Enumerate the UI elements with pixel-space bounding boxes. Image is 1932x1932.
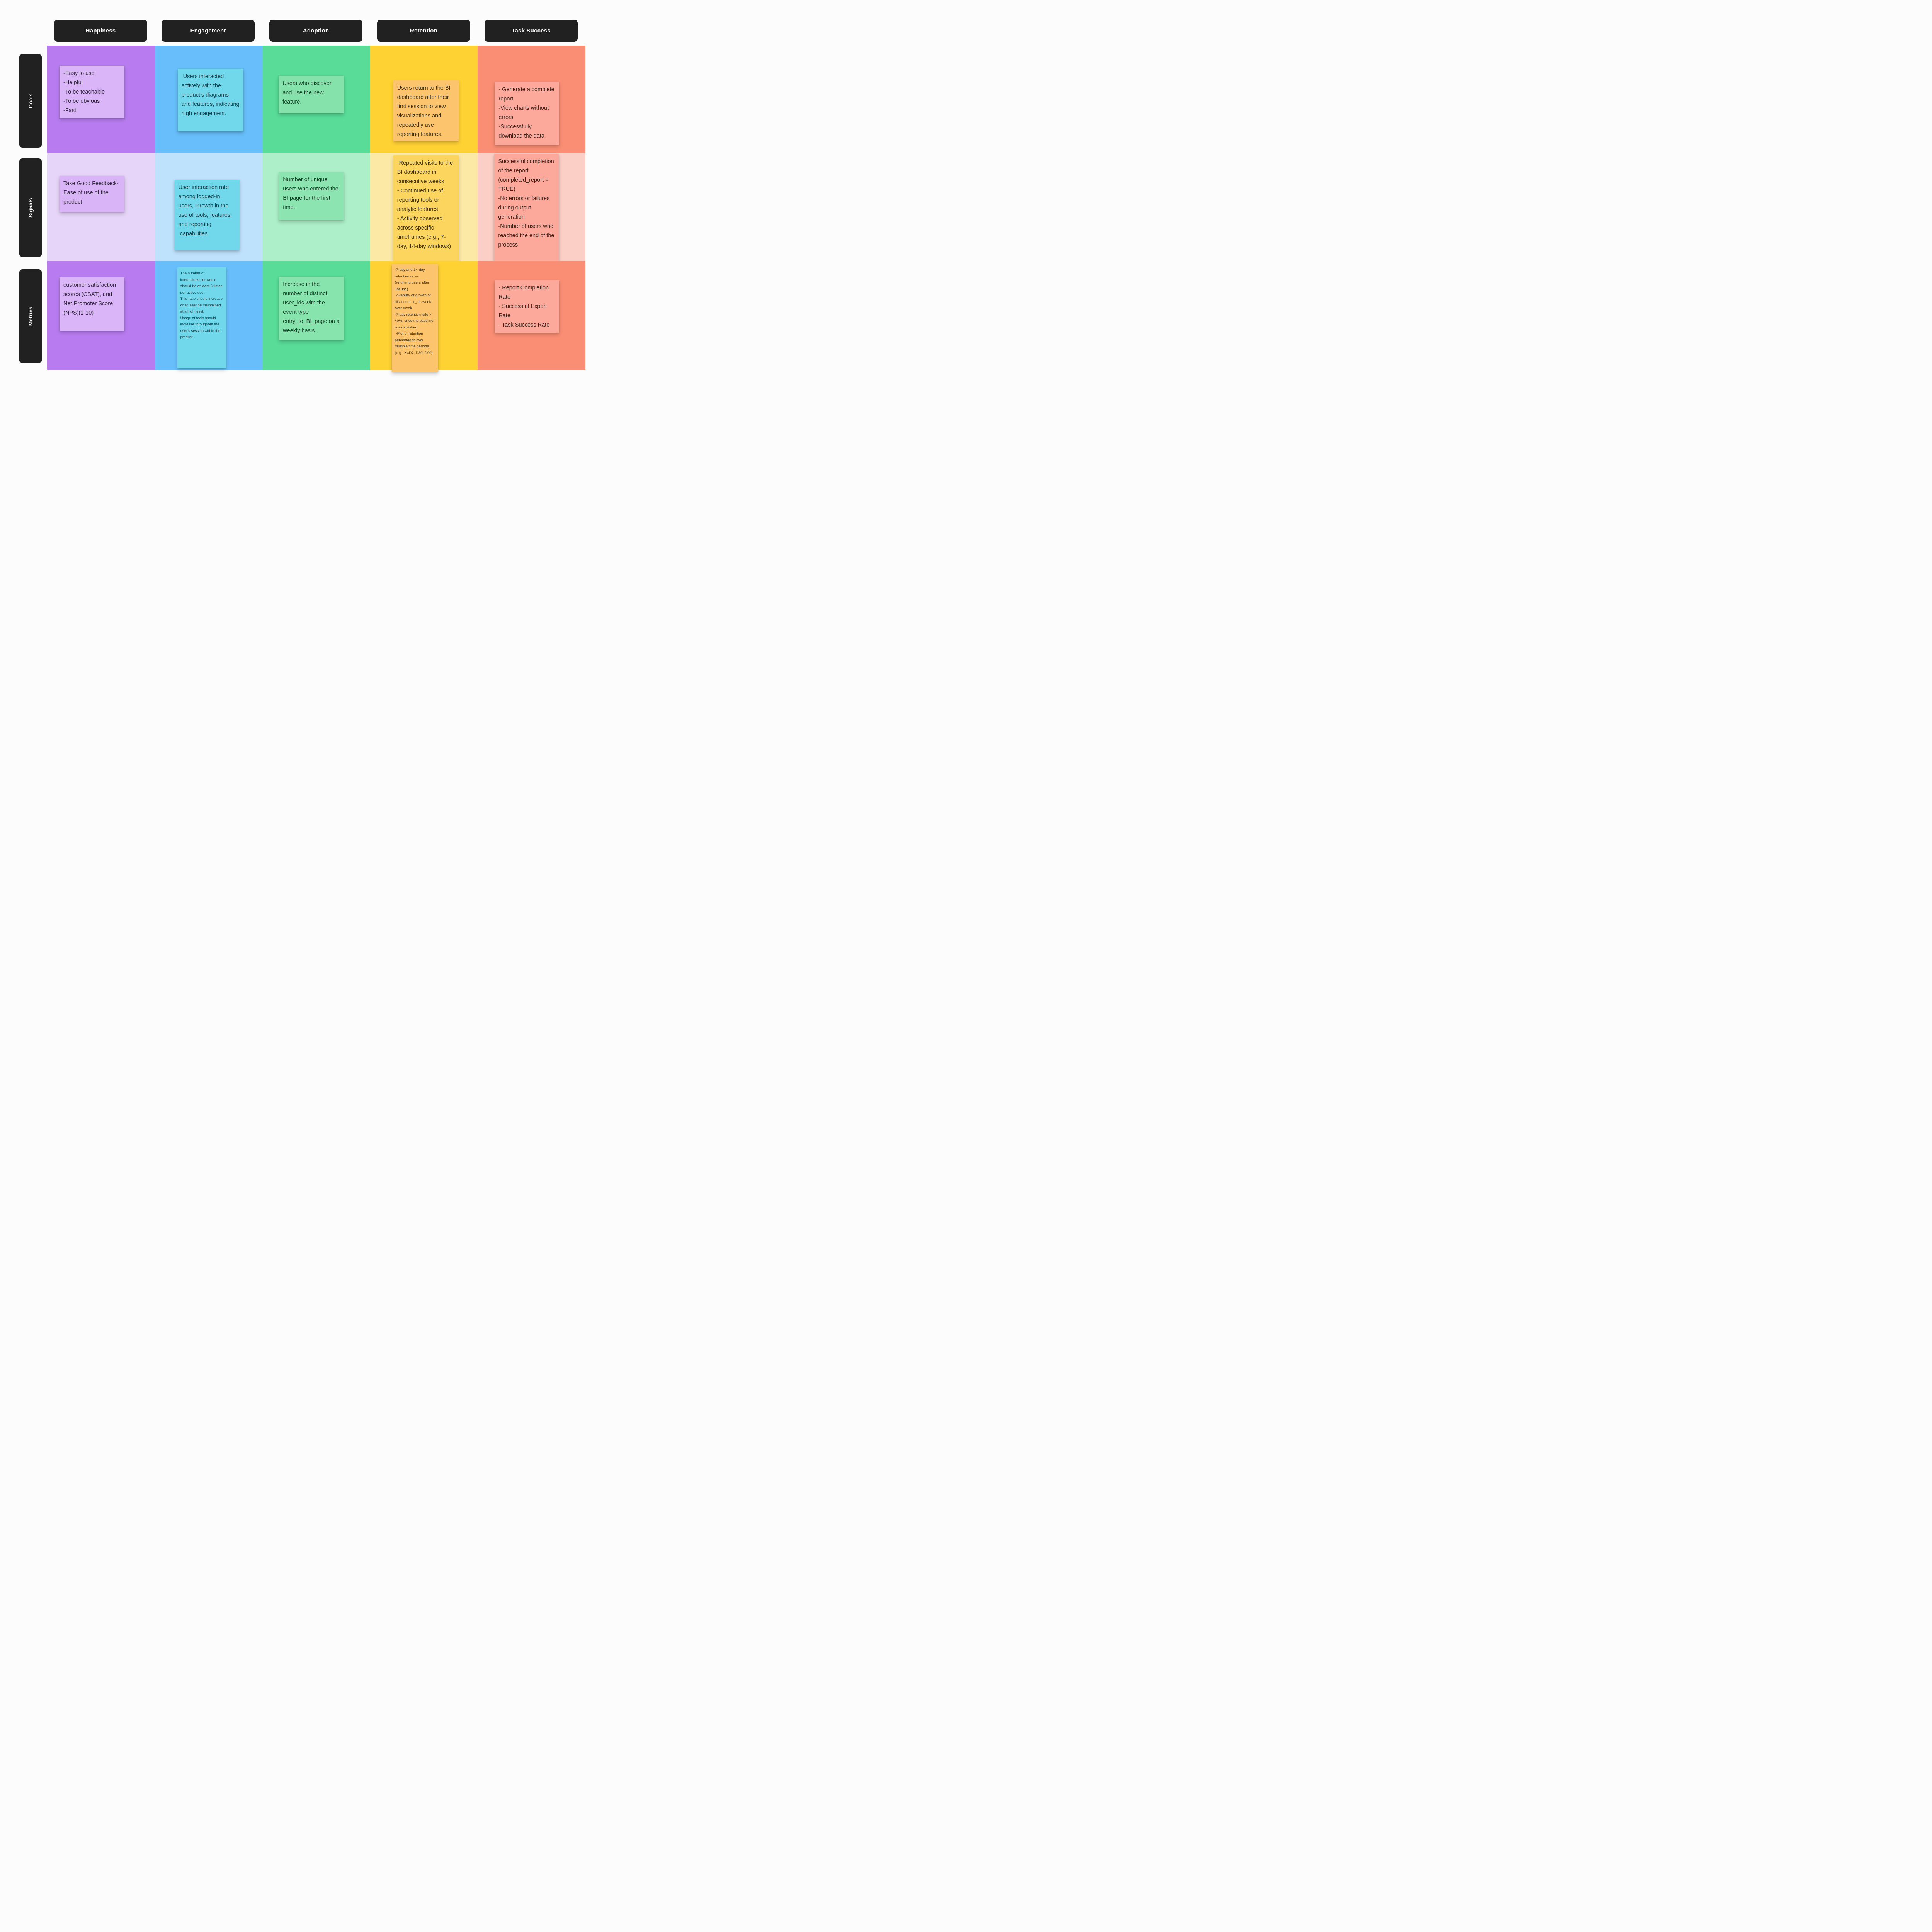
column-adoption: Users who discover and use the new featu… [262, 46, 370, 370]
sticky-note-adoption-metrics[interactable]: Increase in the number of distinct user_… [279, 277, 344, 340]
sticky-note-adoption-signals[interactable]: Number of unique users who entered the B… [279, 172, 344, 220]
sticky-note-engagement-signals[interactable]: User interaction rate among logged-in us… [174, 180, 240, 250]
sticky-note-happiness-goals[interactable]: -Easy to use -Helpful -To be teachable -… [60, 66, 124, 118]
sticky-note-retention-goals[interactable]: Users return to the BI dashboard after t… [393, 80, 459, 141]
column-header-label: Happiness [85, 27, 116, 34]
heart-framework-board: Happiness Engagement Adoption Retention … [0, 0, 601, 390]
column-header-label: Retention [410, 27, 437, 34]
row-label-text: Signals [27, 198, 34, 218]
sticky-note-retention-metrics[interactable]: -7-day and 14-day retention rates (retur… [391, 264, 438, 372]
row-label-metrics[interactable]: Metrics [19, 269, 42, 363]
cell-task-success-goals: - Generate a complete report -View chart… [478, 46, 585, 153]
cell-engagement-signals: User interaction rate among logged-in us… [155, 153, 263, 261]
cell-engagement-metrics: The number of interactions per week shou… [155, 261, 263, 370]
cell-retention-signals: -Repeated visits to the BI dashboard in … [370, 153, 478, 264]
column-retention: Users return to the BI dashboard after t… [370, 46, 478, 372]
column-header-engagement[interactable]: Engagement [162, 20, 255, 42]
cell-happiness-goals: -Easy to use -Helpful -To be teachable -… [47, 46, 155, 153]
column-header-happiness[interactable]: Happiness [54, 20, 147, 42]
cell-adoption-signals: Number of unique users who entered the B… [262, 153, 370, 261]
sticky-note-engagement-goals[interactable]: Users interacted actively with the produ… [177, 69, 243, 131]
row-label-text: Metrics [27, 306, 34, 326]
sticky-note-adoption-goals[interactable]: Users who discover and use the new featu… [279, 76, 344, 113]
column-header-label: Task Success [512, 27, 551, 34]
row-label-goals[interactable]: Goals [19, 54, 42, 148]
sticky-note-task-success-metrics[interactable]: - Report Completion Rate - Successful Ex… [495, 280, 560, 333]
cell-task-success-signals: Successful completion of the report (com… [478, 153, 585, 263]
sticky-note-retention-signals[interactable]: -Repeated visits to the BI dashboard in … [393, 155, 459, 264]
cell-adoption-metrics: Increase in the number of distinct user_… [262, 261, 370, 370]
cell-retention-metrics: -7-day and 14-day retention rates (retur… [370, 261, 478, 372]
column-header-task-success[interactable]: Task Success [485, 20, 578, 42]
column-header-label: Engagement [190, 27, 226, 34]
matrix-grid: -Easy to use -Helpful -To be teachable -… [47, 46, 585, 372]
sticky-note-engagement-metrics[interactable]: The number of interactions per week shou… [177, 267, 226, 368]
column-header-adoption[interactable]: Adoption [269, 20, 362, 42]
row-label-signals[interactable]: Signals [19, 158, 42, 257]
cell-adoption-goals: Users who discover and use the new featu… [262, 46, 370, 153]
sticky-note-task-success-signals[interactable]: Successful completion of the report (com… [494, 154, 559, 263]
cell-happiness-metrics: customer satisfaction scores (CSAT), and… [47, 261, 155, 370]
cell-retention-goals: Users return to the BI dashboard after t… [370, 46, 478, 153]
cell-engagement-goals: Users interacted actively with the produ… [155, 46, 263, 153]
sticky-note-happiness-signals[interactable]: Take Good Feedback- Ease of use of the p… [60, 176, 124, 212]
column-happiness: -Easy to use -Helpful -To be teachable -… [47, 46, 155, 370]
column-engagement: Users interacted actively with the produ… [155, 46, 263, 370]
cell-task-success-metrics: - Report Completion Rate - Successful Ex… [478, 261, 585, 370]
sticky-note-happiness-metrics[interactable]: customer satisfaction scores (CSAT), and… [60, 277, 124, 331]
column-header-retention[interactable]: Retention [377, 20, 470, 42]
sticky-note-task-success-goals[interactable]: - Generate a complete report -View chart… [495, 82, 560, 145]
column-task-success: - Generate a complete report -View chart… [478, 46, 585, 370]
cell-happiness-signals: Take Good Feedback- Ease of use of the p… [47, 153, 155, 261]
column-header-label: Adoption [303, 27, 329, 34]
row-label-text: Goals [27, 93, 34, 109]
